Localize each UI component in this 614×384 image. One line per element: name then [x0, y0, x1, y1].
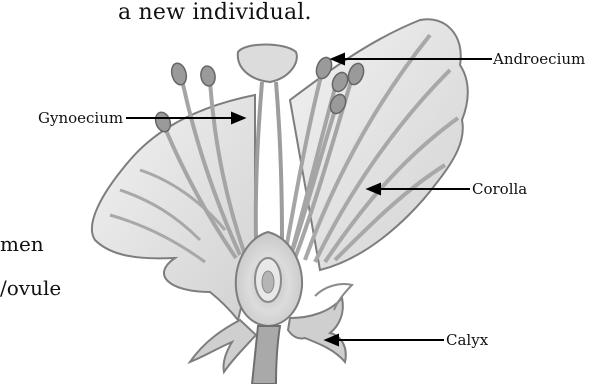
label-corolla: Corolla	[472, 180, 527, 198]
label-calyx: Calyx	[446, 331, 488, 349]
stigma	[238, 45, 297, 83]
anther-1	[169, 62, 188, 87]
style	[256, 82, 282, 240]
sepal-left	[190, 320, 256, 372]
label-gynoecium: Gynoecium	[38, 109, 123, 127]
ovule-core	[262, 271, 274, 293]
label-androecium: Androecium	[493, 50, 585, 68]
anther-2	[199, 65, 216, 87]
pedicel	[252, 326, 280, 384]
arrowhead-androecium	[332, 54, 344, 64]
